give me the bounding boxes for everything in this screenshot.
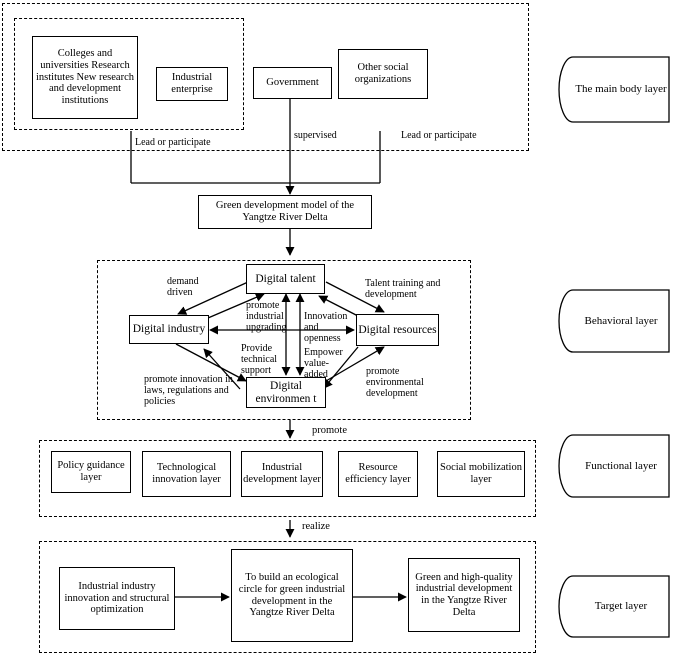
industrial-development-box: Industrial development layer [241,451,323,497]
research-group-frame [14,18,244,130]
resource-efficiency-box: Resource efficiency layer [338,451,418,497]
promote-env-label: promote environmental development [366,366,424,400]
model-label: Green development model of the Yangtze R… [215,200,355,223]
behavioral-layer-label: Behavioral layer [584,314,658,327]
target-frame [39,541,536,653]
main-body-layer-label: The main body layer [575,83,667,96]
promote-upgrading-label: promote industrial upgrading [246,300,287,334]
industrial-enterprise-label: Industrial enterprise [171,72,213,95]
digital-resources-box: Digital resources [356,314,439,346]
policy-guidance-box: Policy guidance layer [51,451,131,493]
lead-left-label: Lead or participate [135,137,211,148]
layer-capsule-target [558,575,670,638]
digital-industry-label: Digital industry [132,323,206,336]
innovation-openness-label: Innovation and openness [304,311,348,345]
empower-label: Empower value-added [304,347,343,381]
digital-talent-box: Digital talent [246,264,325,294]
digital-environment-label: Digital environmen t [255,379,317,405]
demand-driven-label: demand driven [167,276,199,299]
digital-environment-box: Digital environmen t [246,377,326,408]
model-box: Green development model of the Yangtze R… [198,195,372,229]
digital-industry-box: Digital industry [129,315,209,344]
other-social-box: Other social organizations [338,49,428,99]
target-center-box: To build an ecological circle for green … [231,549,353,642]
realize-label: realize [302,521,330,532]
technological-innovation-box: Technological innovation layer [142,451,231,497]
government-box: Government [253,67,332,99]
government-label: Government [266,77,319,89]
target-layer-label: Target layer [594,600,648,613]
social-mobilization-label: Social mobilization layer [440,462,522,485]
social-mobilization-box: Social mobilization layer [437,451,525,497]
colleges-box: Colleges and universities Research insti… [32,36,138,119]
colleges-label: Colleges and universities Research insti… [36,48,134,107]
functional-layer-label: Functional layer [585,459,657,472]
supervised-label: supervised [294,130,337,141]
industrial-enterprise-box: Industrial enterprise [156,67,228,101]
promote-laws-label: promote innovation in laws, regulations … [144,374,233,408]
layer-capsule-main [558,56,670,123]
target-center-label: To build an ecological circle for green … [238,572,346,619]
industrial-development-label: Industrial development layer [243,462,321,485]
target-left-box: Industrial industry innovation and struc… [59,567,175,630]
main-body-frame [2,3,529,151]
policy-guidance-label: Policy guidance layer [57,460,125,483]
functional-frame [39,440,536,517]
layer-capsule-functional [558,434,670,498]
lead-right-label: Lead or participate [401,130,477,141]
layer-capsule-behavioral [558,289,670,353]
talent-training-label: Talent training and development [365,278,441,301]
promote-label: promote [312,425,347,436]
technological-innovation-label: Technological innovation layer [152,462,221,485]
digital-talent-label: Digital talent [255,272,316,285]
other-social-label: Other social organizations [354,62,412,85]
digital-resources-label: Digital resources [358,323,437,336]
resource-efficiency-label: Resource efficiency layer [345,462,411,485]
target-left-label: Industrial industry innovation and struc… [64,580,170,616]
behavioral-frame [97,260,471,420]
provide-support-label: Provide technical support [241,343,278,377]
target-right-box: Green and high-quality industrial develo… [408,558,520,632]
target-right-label: Green and high-quality industrial develo… [415,571,513,618]
